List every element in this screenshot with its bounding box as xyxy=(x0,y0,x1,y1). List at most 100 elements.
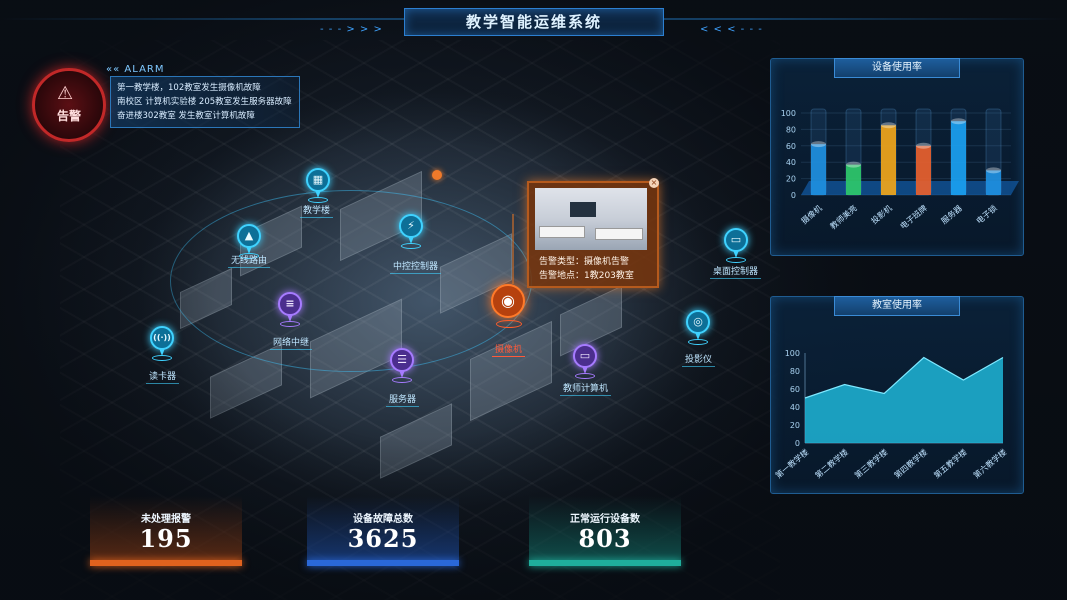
classroom-photo xyxy=(535,188,647,250)
marker-teaching-building[interactable]: ▦ xyxy=(303,168,333,208)
bar-cap xyxy=(811,141,826,148)
projector-icon: ◎ xyxy=(686,310,710,334)
classroom-screen xyxy=(570,202,596,217)
bar xyxy=(916,145,931,195)
pin-base xyxy=(575,373,595,379)
stat-card-device-faults[interactable]: 设备故障总数 3625 xyxy=(307,496,459,566)
stat-card-bar xyxy=(90,560,242,566)
alarm-message[interactable]: 第一教学楼，102教室发生摄像机故障 xyxy=(117,83,261,93)
alarm-heading: «« ALARM xyxy=(106,64,165,75)
y-tick-label: 0 xyxy=(791,191,796,200)
pin-base xyxy=(496,320,522,328)
marker-label-teacher-computer: 教师计算机 xyxy=(560,380,612,396)
map-building xyxy=(380,403,452,479)
close-icon[interactable]: × xyxy=(649,178,659,188)
y-tick-label: 20 xyxy=(786,175,796,184)
marker-desktop-controller[interactable]: ▭ xyxy=(721,228,751,268)
marker-wireless-router[interactable]: ▲ xyxy=(234,224,264,264)
x-tick-label: 投影机 xyxy=(869,203,894,226)
marker-label-wireless-router: 无线路由 xyxy=(228,252,271,268)
bar-cap xyxy=(916,142,931,149)
bar xyxy=(846,164,861,195)
alarm-message[interactable]: 南校区 计算机实验楼 205教室发生服务器故障 xyxy=(117,97,292,107)
stat-label: 设备故障总数 xyxy=(353,514,413,525)
bar-cap xyxy=(986,167,1001,174)
y-tick-label: 60 xyxy=(790,385,800,394)
header-title-box: 教学智能运维系统 xyxy=(404,8,664,36)
area-fill xyxy=(805,357,1003,443)
bar-cap xyxy=(951,118,966,125)
stat-card-bg xyxy=(90,496,242,562)
marker-projector[interactable]: ◎ xyxy=(683,310,713,350)
bar-cap xyxy=(846,161,861,168)
popup-connector xyxy=(512,214,514,284)
alert-popup[interactable]: × 告警类型：摄像机告警 告警地点：1教203教室 xyxy=(527,178,659,288)
pin-tail xyxy=(695,332,701,340)
y-tick-label: 100 xyxy=(781,109,796,118)
card-reader-icon: ((·)) xyxy=(150,326,174,350)
y-tick-label: 80 xyxy=(786,125,796,134)
stat-label: 正常运行设备数 xyxy=(570,514,640,525)
x-tick-label: 第五教学楼 xyxy=(932,447,969,480)
marker-label-card-reader: 读卡器 xyxy=(146,368,180,384)
stat-card-bg xyxy=(529,496,681,562)
stat-label: 未处理报警 xyxy=(141,514,191,525)
stat-card-unprocessed-alarms[interactable]: 未处理报警 195 xyxy=(90,496,242,566)
x-tick-label: 第三教学楼 xyxy=(852,447,889,480)
stat-card-bar xyxy=(529,560,681,566)
y-tick-label: 20 xyxy=(790,421,800,430)
area-line xyxy=(804,356,1004,399)
marker-card-reader[interactable]: ((·)) xyxy=(147,326,177,366)
pin-base xyxy=(280,321,300,327)
stat-card-bg xyxy=(307,496,459,562)
pin-tail xyxy=(399,370,405,378)
y-tick-label: 40 xyxy=(790,403,800,412)
marker-label-desktop-controller: 桌面控制器 xyxy=(710,263,762,279)
y-tick-label: 60 xyxy=(786,142,796,151)
pin-tail xyxy=(246,246,252,254)
pin-base xyxy=(688,339,708,345)
bar xyxy=(986,170,1001,195)
marker-label-server: 服务器 xyxy=(386,391,420,407)
pin-base xyxy=(401,243,421,249)
bar xyxy=(951,121,966,195)
device-usage-chart: 020406080100摄像机教师美亮投影机电子班牌服务器电子锁 xyxy=(781,108,1019,231)
x-tick-label: 电子锁 xyxy=(974,203,999,226)
x-tick-label: 摄像机 xyxy=(799,203,824,226)
map-route-ring xyxy=(170,190,532,372)
pin-base xyxy=(239,253,259,259)
stat-card-normal-devices[interactable]: 正常运行设备数 803 xyxy=(529,496,681,566)
x-tick-label: 服务器 xyxy=(939,203,964,226)
computer-icon: ▭ xyxy=(573,344,597,368)
alarm-message[interactable]: 奋进楼302教室 发生教室计算机故障 xyxy=(117,111,255,121)
alarm-message-list: 第一教学楼，102教室发生摄像机故障 南校区 计算机实验楼 205教室发生服务器… xyxy=(110,76,300,128)
pin-tail xyxy=(159,348,165,356)
header-arrows-left: - - - > > > xyxy=(320,24,383,35)
pin-base xyxy=(308,197,328,203)
y-tick-label: 0 xyxy=(795,439,800,448)
pin-base xyxy=(152,355,172,361)
warning-icon: ⚠ xyxy=(57,83,74,104)
marker-server[interactable]: ☰ xyxy=(387,348,417,388)
alert-dot-icon[interactable] xyxy=(432,170,442,180)
header-arrows-right: < < < - - - xyxy=(700,24,763,35)
stat-value: 803 xyxy=(578,524,632,553)
marker-camera-alert[interactable]: ◉ xyxy=(488,284,528,334)
y-tick-label: 80 xyxy=(790,367,800,376)
marker-central-controller[interactable]: ⚡ xyxy=(396,214,426,254)
marker-label-teaching-building: 教学楼 xyxy=(300,202,334,218)
marker-network-relay[interactable]: ≡ xyxy=(275,292,305,332)
y-tick-label: 100 xyxy=(785,349,800,358)
marker-label-central-controller: 中控控制器 xyxy=(390,258,442,274)
marker-label-projector: 投影仪 xyxy=(682,351,716,367)
pin-tail xyxy=(315,190,321,198)
pin-tail xyxy=(733,250,739,258)
marker-teacher-computer[interactable]: ▭ xyxy=(570,344,600,384)
pin-tail xyxy=(582,366,588,374)
alarm-badge[interactable]: ⚠ 告警 xyxy=(32,68,106,142)
classroom-desk xyxy=(595,228,643,240)
bar-cap xyxy=(881,122,896,129)
